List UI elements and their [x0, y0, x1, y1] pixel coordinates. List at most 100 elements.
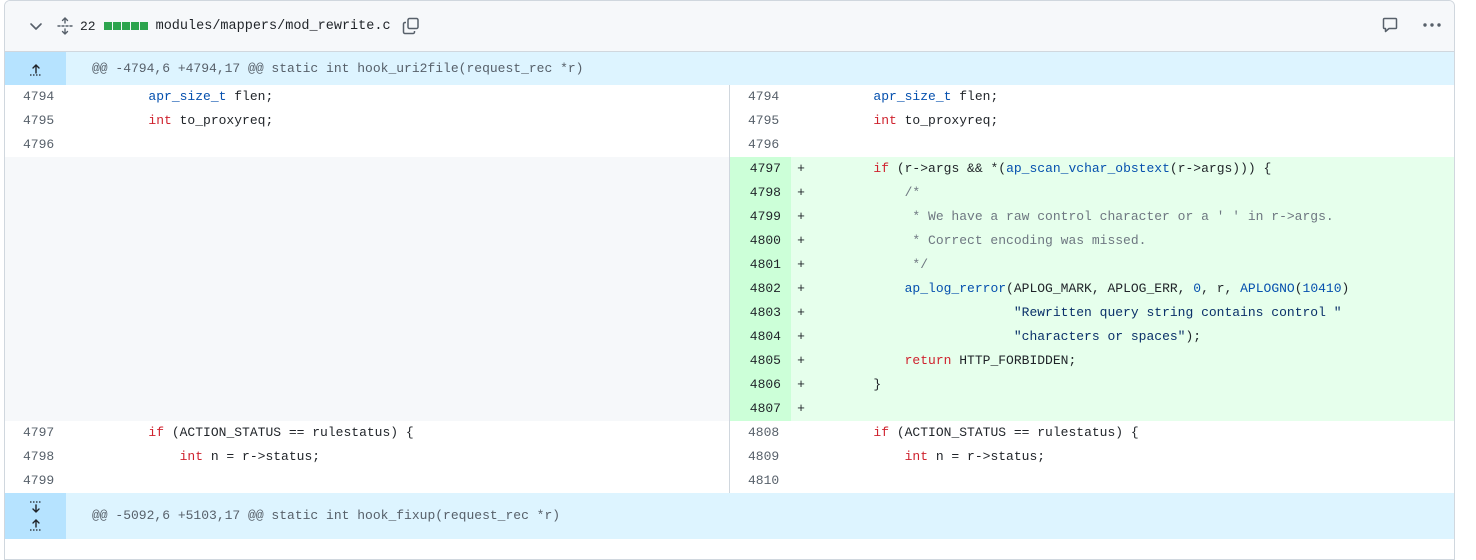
diff-file: 22 modules/mappers/mod_rewrite.c — [4, 0, 1455, 560]
empty-cell — [5, 301, 730, 325]
table-row: 4800 + * Correct encoding was missed. — [5, 229, 1454, 253]
hunk-header: @@ -5092,6 +5103,17 @@ static int hook_f… — [5, 493, 1454, 539]
table-row: 4805 + return HTTP_FORBIDDEN; — [5, 349, 1454, 373]
line-number[interactable]: 4798 — [23, 449, 55, 464]
table-row: 4801 + */ — [5, 253, 1454, 277]
line-number[interactable]: 4796 — [23, 137, 55, 152]
empty-cell — [5, 325, 730, 349]
code-line: * We have a raw control character or a '… — [811, 209, 1334, 224]
line-number[interactable]: 4794 — [748, 89, 780, 104]
code-line: "Rewritten query string contains control… — [1013, 305, 1342, 320]
line-number[interactable]: 4797 — [23, 425, 55, 440]
line-number[interactable]: 4795 — [23, 113, 55, 128]
line-number[interactable]: 4807 — [730, 397, 791, 421]
line-number[interactable]: 4798 — [730, 181, 791, 205]
table-row: 4806 + } — [5, 373, 1454, 397]
added-marker: + — [797, 281, 805, 296]
code-line: int n = r->status; — [904, 449, 1046, 464]
code-line: /* — [811, 185, 921, 200]
chevron-down-icon[interactable] — [27, 17, 45, 35]
line-number[interactable]: 4799 — [23, 473, 55, 488]
change-count: 22 — [80, 18, 96, 34]
line-number[interactable]: 4797 — [730, 157, 791, 181]
line-number[interactable]: 4805 — [730, 349, 791, 373]
code-line: if (r->args && *(ap_scan_vchar_obstext(r… — [873, 161, 1272, 176]
file-header: 22 modules/mappers/mod_rewrite.c — [5, 1, 1454, 52]
added-marker: + — [797, 209, 805, 224]
table-row: 4799 + * We have a raw control character… — [5, 205, 1454, 229]
added-marker: + — [797, 329, 805, 344]
table-row: 4804 + "characters or spaces"); — [5, 325, 1454, 349]
added-marker: + — [797, 377, 805, 392]
table-row: 4797 if (ACTION_STATUS == rulestatus) { … — [5, 421, 1454, 445]
empty-cell — [5, 157, 730, 181]
diffstat-block — [121, 22, 130, 30]
table-row: 4802 + ap_log_rerror(APLOG_MARK, APLOG_E… — [5, 277, 1454, 301]
diffstat-block — [139, 22, 148, 30]
line-number[interactable]: 4803 — [730, 301, 791, 325]
line-number[interactable]: 4804 — [730, 325, 791, 349]
expand-up-button[interactable] — [5, 52, 66, 85]
code-line: * Correct encoding was missed. — [811, 233, 1147, 248]
code-line: apr_size_t flen; — [873, 89, 999, 104]
empty-cell — [5, 397, 730, 421]
diff-table: @@ -4794,6 +4794,17 @@ static int hook_u… — [5, 52, 1454, 539]
added-marker: + — [797, 353, 805, 368]
empty-cell — [5, 205, 730, 229]
line-number[interactable]: 4810 — [748, 473, 780, 488]
empty-cell — [5, 253, 730, 277]
empty-cell — [5, 349, 730, 373]
hunk-header-text: @@ -5092,6 +5103,17 @@ static int hook_f… — [92, 508, 561, 523]
line-number[interactable]: 4795 — [748, 113, 780, 128]
table-row: 4794 apr_size_t flen; 4794 apr_size_t fl… — [5, 85, 1454, 109]
code-line: } — [811, 377, 882, 392]
line-number[interactable]: 4794 — [23, 89, 55, 104]
code-line: ap_log_rerror(APLOG_MARK, APLOG_ERR, 0, … — [904, 281, 1350, 296]
table-row: 4799 4810 — [5, 469, 1454, 493]
line-number[interactable]: 4801 — [730, 253, 791, 277]
table-row: 4798 + /* — [5, 181, 1454, 205]
expand-all-icon[interactable] — [56, 17, 74, 35]
code-line: int to_proxyreq; — [873, 113, 999, 128]
empty-cell — [5, 181, 730, 205]
table-row: 4798 int n = r->status; 4809 int n = r->… — [5, 445, 1454, 469]
code-line: if (ACTION_STATUS == rulestatus) { — [873, 425, 1139, 440]
added-marker: + — [797, 185, 805, 200]
code-line: int to_proxyreq; — [148, 113, 274, 128]
table-row: 4803 + "Rewritten query string contains … — [5, 301, 1454, 325]
hunk-header-text: @@ -4794,6 +4794,17 @@ static int hook_u… — [92, 61, 584, 76]
code-line: return HTTP_FORBIDDEN; — [904, 353, 1077, 368]
added-marker: + — [797, 233, 805, 248]
kebab-menu-icon[interactable] — [1422, 15, 1442, 35]
added-marker: + — [797, 305, 805, 320]
copy-icon[interactable] — [401, 16, 421, 36]
line-number[interactable]: 4809 — [748, 449, 780, 464]
line-number[interactable]: 4799 — [730, 205, 791, 229]
code-line: if (ACTION_STATUS == rulestatus) { — [148, 425, 414, 440]
diffstat-block — [112, 22, 121, 30]
table-row: 4795 int to_proxyreq; 4795 int to_proxyr… — [5, 109, 1454, 133]
empty-cell — [5, 277, 730, 301]
line-number[interactable]: 4808 — [748, 425, 780, 440]
line-number[interactable]: 4796 — [748, 137, 780, 152]
table-row: 4807 + — [5, 397, 1454, 421]
line-number[interactable]: 4806 — [730, 373, 791, 397]
hunk-header: @@ -4794,6 +4794,17 @@ static int hook_u… — [5, 52, 1454, 85]
code-line: apr_size_t flen; — [148, 89, 274, 104]
empty-cell — [5, 229, 730, 253]
line-number[interactable]: 4800 — [730, 229, 791, 253]
header-actions — [1380, 15, 1442, 35]
line-number[interactable]: 4802 — [730, 277, 791, 301]
diffstat-block — [103, 22, 112, 30]
added-marker: + — [797, 161, 805, 176]
file-path[interactable]: modules/mappers/mod_rewrite.c — [155, 18, 391, 34]
comment-icon[interactable] — [1380, 15, 1400, 35]
code-line: */ — [811, 257, 929, 272]
table-row: 4797 + if (r->args && *(ap_scan_vchar_ob… — [5, 157, 1454, 181]
expand-both-button[interactable] — [5, 493, 66, 539]
empty-cell — [5, 373, 730, 397]
diffstat-block — [130, 22, 139, 30]
code-line: "characters or spaces"); — [1013, 329, 1202, 344]
diffstat-bar — [103, 22, 148, 30]
added-marker: + — [797, 401, 805, 416]
